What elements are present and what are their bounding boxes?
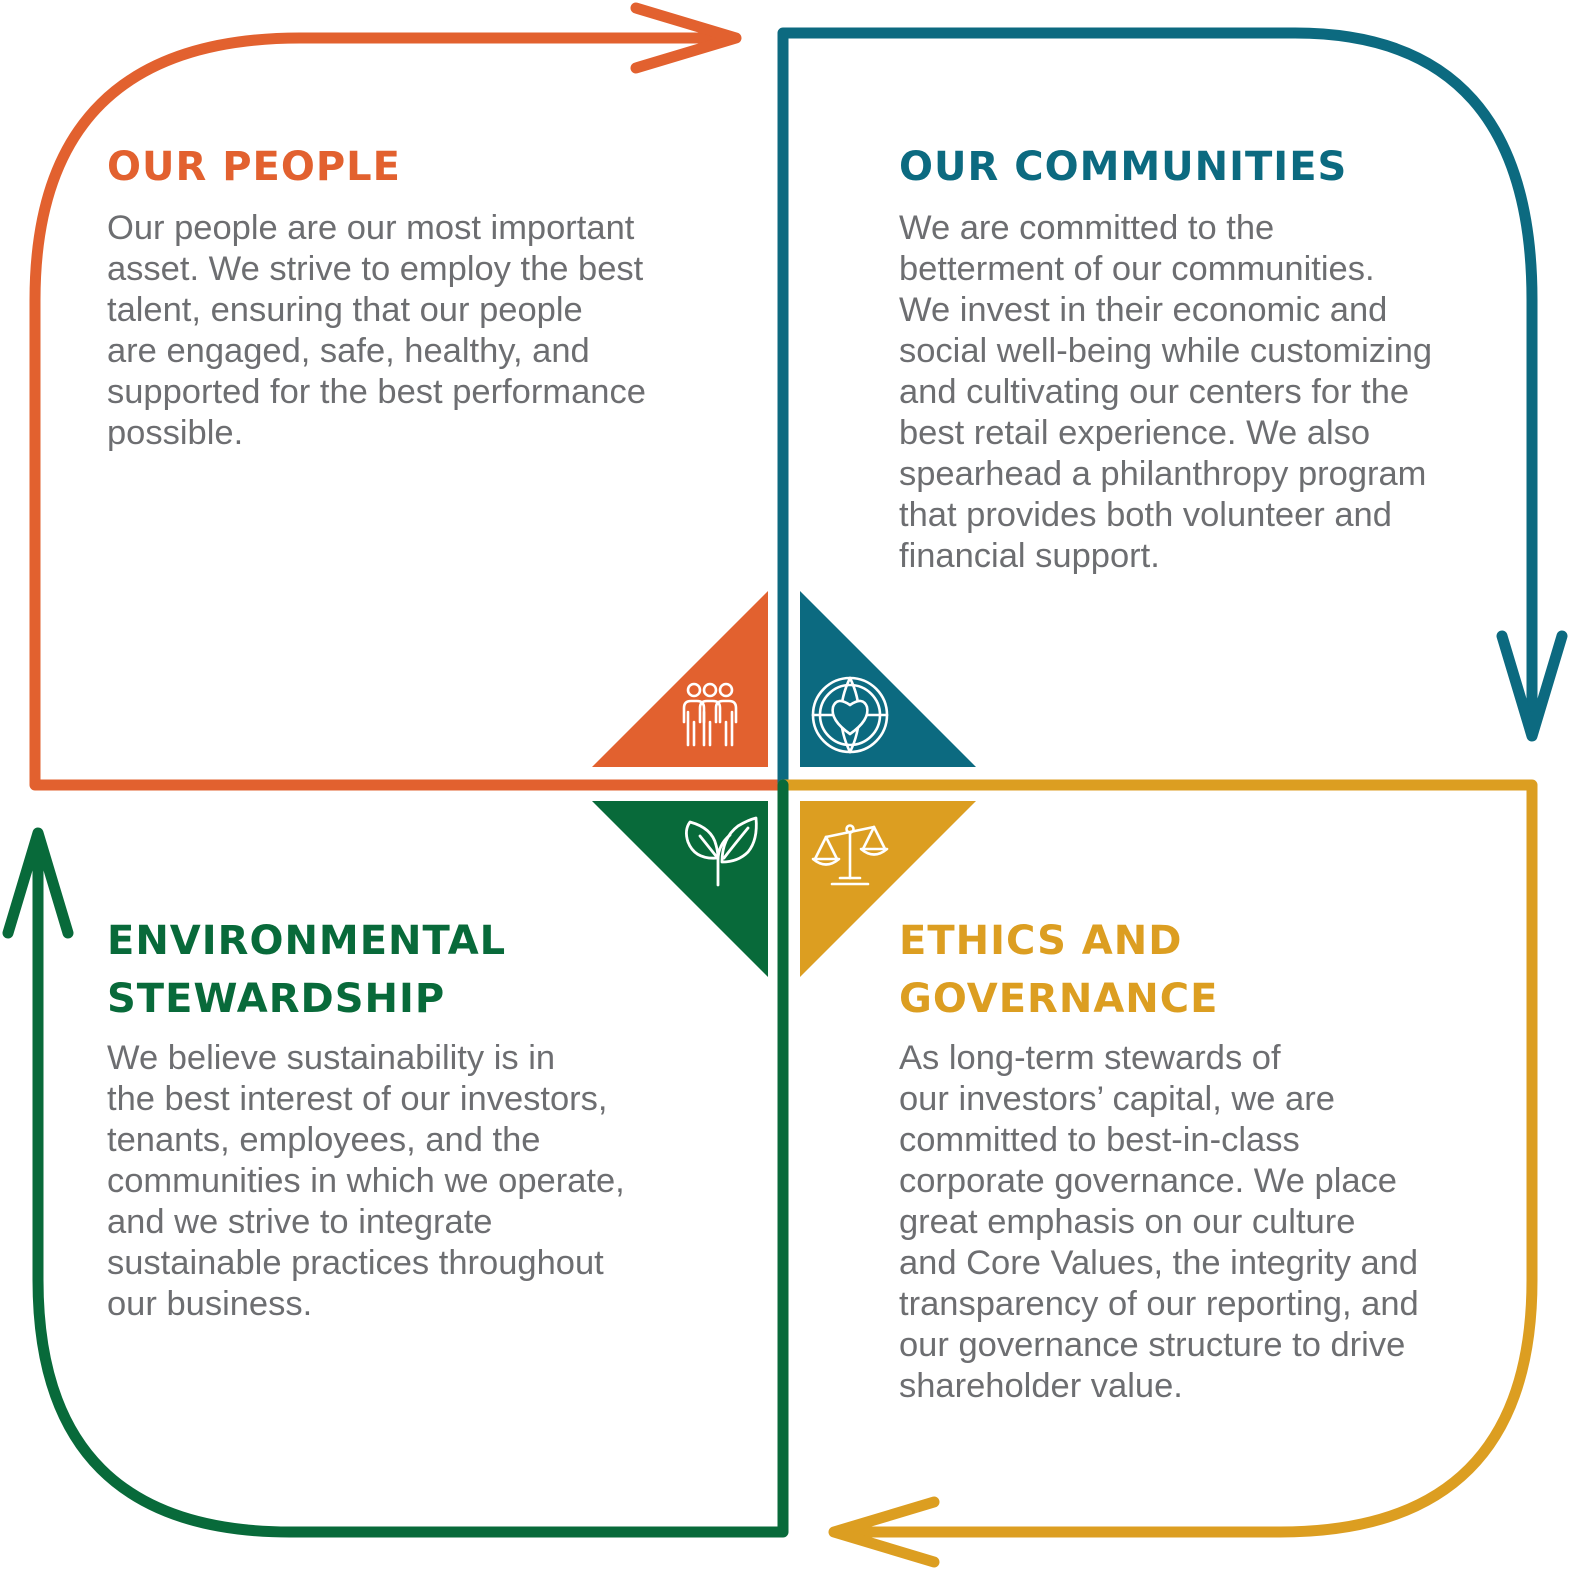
environmental-stewardship-section: ENVIRONMENTAL STEWARDSHIP We believe sus… bbox=[107, 912, 747, 1325]
people-group-icon bbox=[682, 682, 738, 747]
ethics-loop-path bbox=[777, 779, 1538, 1538]
people-loop-path bbox=[29, 32, 789, 791]
people-triangle bbox=[592, 591, 768, 767]
communities-arrowhead bbox=[1496, 630, 1568, 742]
environment-arrowhead bbox=[2, 827, 74, 939]
environmental-stewardship-title: ENVIRONMENTAL STEWARDSHIP bbox=[107, 918, 507, 1022]
people-loop bbox=[29, 2, 789, 791]
ethics-loop bbox=[777, 779, 1538, 1568]
ethics-governance-section: ETHICS AND GOVERNANCE As long-term stewa… bbox=[899, 912, 1539, 1407]
our-communities-section: OUR COMMUNITIES We are committed to the … bbox=[899, 138, 1539, 577]
scales-icon bbox=[811, 824, 889, 886]
communities-loop bbox=[777, 27, 1568, 791]
sprout-icon bbox=[685, 816, 758, 887]
our-people-title: OUR PEOPLE bbox=[107, 144, 401, 190]
globe-heart-icon bbox=[811, 676, 889, 754]
ethics-governance-description: As long-term stewards of our investors’ … bbox=[899, 1039, 1419, 1405]
our-people-section: OUR PEOPLE Our people are our most impor… bbox=[107, 138, 747, 454]
people-arrowhead bbox=[630, 2, 742, 74]
ethics-arrowhead bbox=[828, 1496, 940, 1568]
ethics-governance-title: ETHICS AND GOVERNANCE bbox=[899, 918, 1219, 1022]
environment-loop bbox=[2, 779, 789, 1538]
our-communities-title: OUR COMMUNITIES bbox=[899, 144, 1348, 190]
communities-triangle bbox=[800, 591, 976, 767]
communities-loop-path bbox=[777, 27, 1538, 791]
our-people-description: Our people are our most important asset.… bbox=[107, 209, 646, 452]
environment-loop-path bbox=[32, 779, 789, 1538]
our-communities-description: We are committed to the betterment of ou… bbox=[899, 209, 1433, 575]
environmental-stewardship-description: We believe sustainability is in the best… bbox=[107, 1039, 625, 1323]
ethics-triangle bbox=[800, 801, 976, 977]
